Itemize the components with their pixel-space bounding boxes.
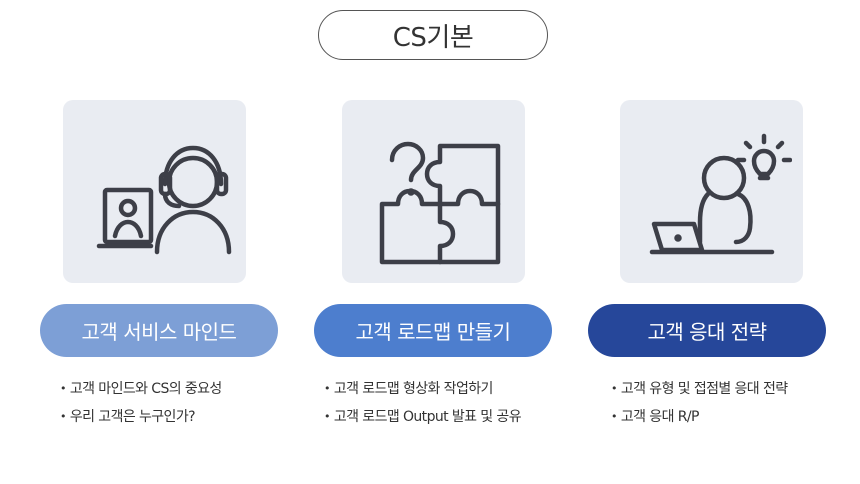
bullet-list-customer-service-mind: 고객 마인드와 CS의 중요성 우리 고객은 누구인가? — [60, 375, 222, 431]
list-item: 고객 마인드와 CS의 중요성 — [60, 375, 222, 403]
card-customer-service-mind — [63, 100, 246, 283]
list-item: 고객 응대 R/P — [611, 403, 788, 431]
list-item: 고객 로드맵 형상화 작업하기 — [324, 375, 521, 403]
section-label-customer-roadmap: 고객 로드맵 만들기 — [314, 304, 552, 357]
bullet-list-customer-response-strategy: 고객 유형 및 접점별 응대 전략 고객 응대 R/P — [611, 375, 788, 431]
thinking-laptop-idea-icon — [649, 133, 792, 254]
page-title: CS기본 — [318, 10, 548, 60]
puzzle-question-icon — [379, 141, 500, 264]
list-item: 고객 유형 및 접점별 응대 전략 — [611, 375, 788, 403]
section-label-customer-response-strategy: 고객 응대 전략 — [588, 304, 826, 357]
section-label-customer-service-mind: 고객 서비스 마인드 — [40, 304, 278, 357]
bullet-list-customer-roadmap: 고객 로드맵 형상화 작업하기 고객 로드맵 Output 발표 및 공유 — [324, 375, 522, 431]
list-item: 고객 로드맵 Output 발표 및 공유 — [324, 403, 522, 431]
headset-agent-icon — [96, 145, 231, 254]
list-item: 우리 고객은 누구인가? — [60, 403, 222, 431]
card-customer-response-strategy — [620, 100, 803, 283]
card-customer-roadmap — [342, 100, 525, 283]
